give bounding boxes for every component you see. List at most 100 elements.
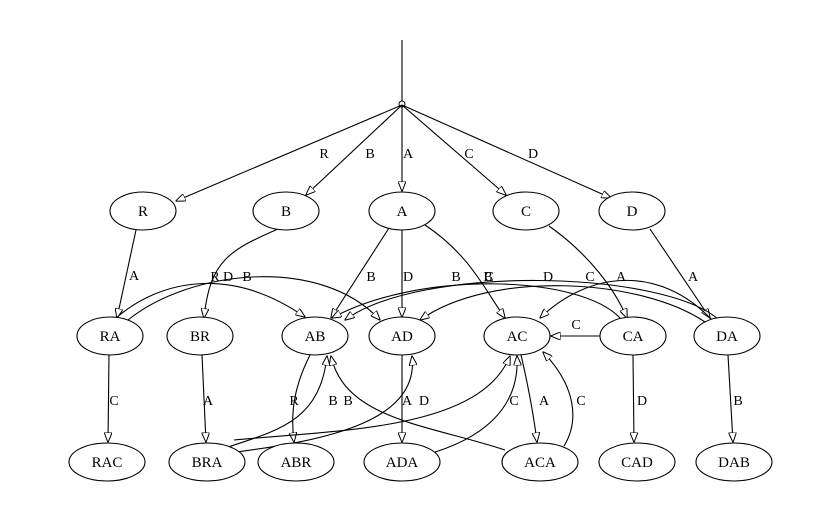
edge-ra-to-ad (127, 276, 380, 320)
edge-label-da-ac: C (585, 270, 594, 285)
node-rac: RAC (68, 442, 146, 482)
node-ellipse (492, 191, 560, 231)
edge-label-r-ra: A (129, 269, 140, 284)
edge-label-br-bra: A (203, 394, 214, 409)
node-label: A (397, 204, 408, 220)
edge-label-ca-ac: C (571, 318, 580, 333)
edge-label-ada-ac: C (509, 394, 518, 409)
node-ellipse (368, 191, 436, 231)
edge-root-to-b (306, 104, 403, 195)
node-ra: RA (76, 316, 144, 356)
edge-ab-to-abr (293, 354, 311, 442)
edge-label-a-ac: C (484, 270, 493, 285)
node-bra: BRA (168, 442, 246, 482)
node-label: RA (100, 329, 121, 345)
node-aca: ACA (501, 442, 579, 482)
edge-label-ra-ad: D (223, 270, 233, 285)
node-ellipse (598, 442, 676, 482)
edge-label-root-r: R (319, 147, 329, 162)
edge-b-to-br (204, 228, 279, 318)
edge-ra-to-rac (108, 354, 109, 442)
node-a: A (368, 191, 436, 231)
edge-da-to-ab (345, 279, 719, 320)
node-ellipse (501, 442, 579, 482)
edge-label-ra-ab: B (242, 270, 251, 285)
node-ad: AD (368, 316, 436, 356)
edge-bra-to-ac (233, 356, 510, 441)
edge-label-ra-rac: C (109, 394, 118, 409)
node-label: BR (190, 329, 210, 345)
edge-label-root-a: A (403, 147, 414, 162)
node-ellipse (695, 442, 773, 482)
node-cad: CAD (598, 442, 676, 482)
node-ellipse (168, 442, 246, 482)
edge-ra-to-ab (115, 282, 305, 319)
edge-label-a-ab: B (366, 270, 375, 285)
node-label: ACA (524, 455, 556, 471)
node-ellipse (109, 191, 177, 231)
edge-ac-to-aca (520, 354, 537, 442)
edge-label-c-ca: A (616, 270, 627, 285)
edge-ca-to-cad (633, 354, 634, 442)
edge-label-da-dab: B (733, 394, 742, 409)
edge-c-to-ca (548, 225, 627, 318)
node-label: DA (716, 329, 738, 345)
edge-label-da-ab: B (451, 270, 460, 285)
edge-a-to-ab (331, 227, 390, 318)
edge-root-to-r (176, 104, 403, 201)
edge-da-to-dab (727, 354, 733, 442)
edge-root-to-c (401, 104, 506, 195)
edge-label-ab-abr: R (289, 394, 299, 409)
node-ellipse (76, 316, 144, 356)
edge-root-to-d (401, 104, 611, 198)
edge-label-bra-ab: B (328, 394, 337, 409)
edge-da-to-ad (420, 285, 706, 323)
node-label: C (521, 204, 531, 220)
edge-bra-to-ab (227, 356, 327, 448)
node-ellipse (693, 316, 761, 356)
node-ellipse (363, 442, 441, 482)
node-label: CA (623, 329, 644, 345)
edge-r-to-ra (117, 229, 137, 318)
node-ellipse (166, 316, 234, 356)
edge-label-ca-cad: D (637, 394, 647, 409)
node-ellipse (257, 442, 335, 482)
edge-a-to-ac (424, 224, 505, 318)
node-ada: ADA (363, 442, 441, 482)
node-ellipse (68, 442, 146, 482)
edge-br-to-bra (201, 354, 206, 442)
node-ac: AC (483, 316, 551, 356)
edge-label-root-c: C (464, 147, 473, 162)
node-r: R (109, 191, 177, 231)
node-ca: CA (599, 316, 667, 356)
node-d: D (598, 191, 666, 231)
node-label: ADA (386, 455, 419, 471)
node-label: DAB (718, 455, 750, 471)
edge-label-bra-ad: D (419, 394, 429, 409)
node-b: B (252, 191, 320, 231)
node-label: AC (507, 329, 528, 345)
edge-label-ca-ab: B (483, 270, 492, 285)
node-label: AB (305, 329, 326, 345)
node-label: B (281, 204, 291, 220)
edge-label-d-da: A (688, 270, 699, 285)
node-c: C (492, 191, 560, 231)
edge-ca-to-ab (332, 283, 621, 318)
edge-d-to-da (649, 228, 710, 318)
edge-label-ad-ada: A (402, 394, 413, 409)
node-br: BR (166, 316, 234, 356)
node-label: R (138, 204, 148, 220)
node-da: DA (693, 316, 761, 356)
node-label: D (627, 204, 638, 220)
edge-label-aca-ab: B (343, 394, 352, 409)
node-ab: AB (281, 316, 349, 356)
node-ellipse (281, 316, 349, 356)
node-label: BRA (192, 455, 223, 471)
edge-da-to-ac (540, 279, 713, 321)
edge-label-a-ad: D (403, 270, 413, 285)
edge-ada-to-ac (424, 356, 517, 456)
node-label: CAD (621, 455, 653, 471)
node-ellipse (368, 316, 436, 356)
edge-aca-to-ac (543, 352, 574, 447)
